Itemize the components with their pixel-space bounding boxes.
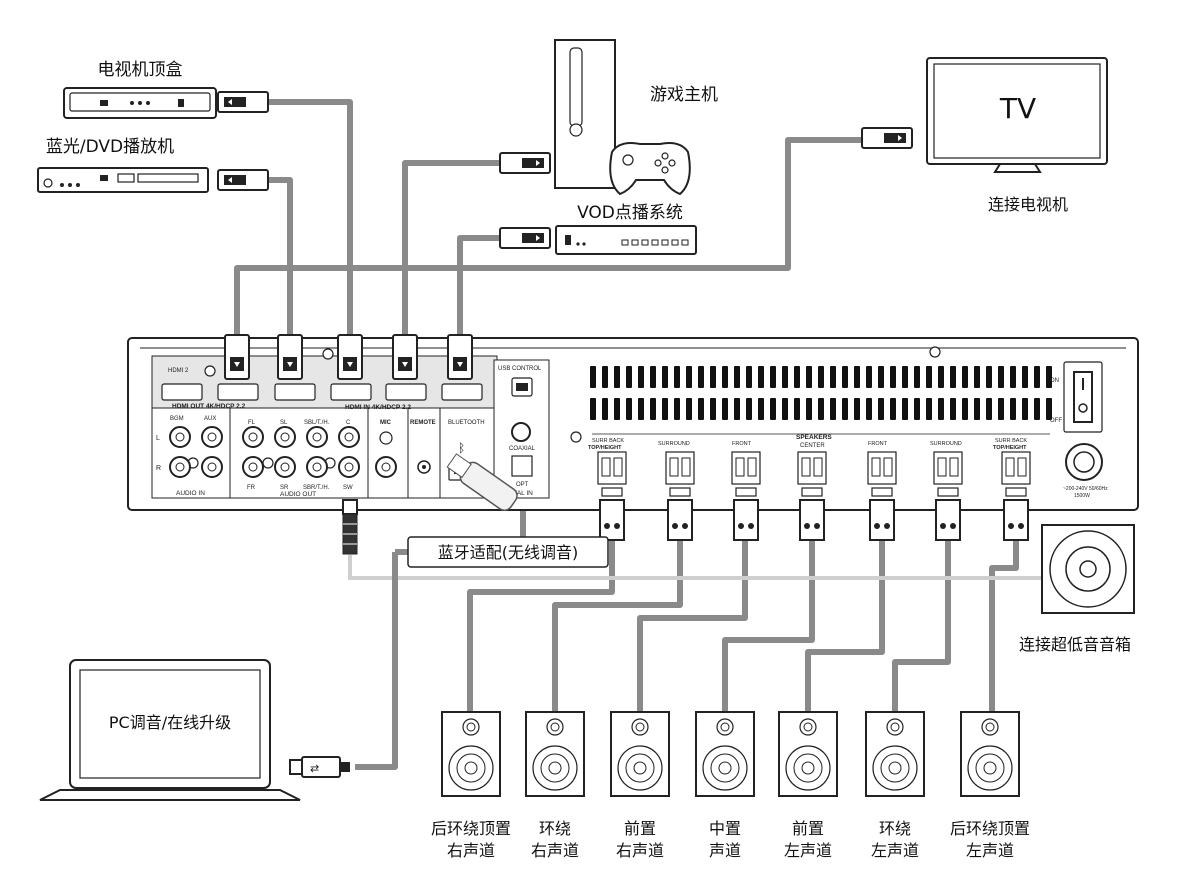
usb-control-label: USB CONTROL — [498, 366, 542, 372]
speaker-fr — [610, 711, 670, 797]
off-label: OFF — [1050, 418, 1062, 424]
sbl-label: SBL/T./H. — [304, 420, 330, 426]
fr-label: FR — [247, 485, 256, 491]
speaker-label-3a: 前置 — [624, 819, 656, 838]
surr-back-r-label: SURR BACK — [592, 438, 624, 444]
usb-cable-plug: ⇄ — [289, 756, 350, 778]
c-label: C — [346, 420, 351, 426]
sub-rca-plug — [342, 499, 358, 555]
bluetooth-label: BLUETOOTH — [448, 420, 485, 426]
hdmi2-label: HDMI 2 — [168, 368, 189, 374]
surround-l-label: SURROUND — [930, 441, 962, 447]
bgm-label: BGM — [170, 416, 184, 422]
sbr-label: SBR/T./H. — [303, 485, 330, 491]
bluetooth-icon: ᛒ — [458, 441, 465, 455]
speaker-label-7b: 左声道 — [966, 841, 1014, 860]
speaker-label-4b: 声道 — [709, 841, 741, 860]
tv: TV 连接电视机 — [926, 57, 1108, 214]
usb-dongle — [446, 453, 518, 511]
speaker-label-7a: 后环绕顶置 — [950, 819, 1030, 838]
audio-out-label: AUDIO OUT — [280, 491, 316, 498]
game-console-label: 游戏主机 — [650, 85, 718, 105]
vod-label: VOD点播系统 — [577, 203, 683, 223]
speaker-labels: 后环绕顶置 右声道 环绕 右声道 前置 右声道 中置 声道 前置 左声道 环绕 … — [431, 819, 1030, 860]
speaker-sl — [865, 711, 925, 797]
vod-system: VOD点播系统 — [555, 203, 697, 255]
pc-label: PC调音/在线升级 — [109, 713, 231, 732]
bt-adapter-label: 蓝牙适配(无线调音) — [438, 543, 579, 562]
aux-label: AUX — [204, 416, 216, 422]
power-spec-label: ~200-240V 50/60Hz — [1063, 486, 1108, 492]
front-l-label: FRONT — [868, 441, 888, 447]
top-height-l-label: TOP/HEIGHT — [993, 445, 1027, 451]
rear-panel: HDMI 2 HDMI OUT 4K/HDCP 2.2 HDMI IN 4K/H… — [127, 334, 1139, 541]
screws — [187, 346, 941, 469]
hdmi-plugs-panel — [224, 334, 473, 380]
speaker-boxes — [441, 711, 1020, 797]
speaker-label-3b: 右声道 — [616, 841, 664, 860]
bluray-player: 蓝光/DVD播放机 — [37, 137, 209, 193]
center-label: CENTER — [800, 443, 825, 449]
game-console: 游戏主机 — [554, 39, 718, 196]
speaker-cables — [467, 540, 1019, 712]
bt-adapter-tag: 蓝牙适配(无线调音) — [407, 536, 609, 568]
speaker-terminals — [597, 451, 1031, 497]
coaxial-label: COAXIAL — [509, 446, 536, 452]
subwoofer: 连接超低音音箱 — [1019, 524, 1135, 654]
subwoofer-label: 连接超低音音箱 — [1019, 635, 1131, 654]
fl-label: FL — [248, 420, 256, 426]
laptop: PC调音/在线升级 — [39, 659, 301, 801]
speaker-fl — [778, 711, 838, 797]
settop-box-label: 电视机顶盒 — [98, 60, 183, 80]
hdmi-plugs-sources — [217, 91, 913, 249]
remote-label: REMOTE — [410, 420, 436, 426]
speaker-plugs — [599, 499, 1029, 541]
speaker-c — [695, 711, 755, 797]
settop-box: 电视机顶盒 — [63, 60, 217, 119]
hdmi-ports — [161, 383, 483, 401]
r-label-in: R — [156, 465, 161, 472]
l-label-in: L — [156, 435, 160, 442]
hdmi-out-label: HDMI OUT 4K/HDCP 2.2 — [172, 403, 246, 410]
speaker-label-4a: 中置 — [709, 819, 741, 838]
surround-r-label: SURROUND — [658, 441, 690, 447]
hdmi-in-label: HDMI IN 4K/HDCP 2.2 — [345, 404, 411, 411]
mic-label: MIC — [380, 420, 392, 426]
speaker-sbl — [960, 711, 1020, 797]
top-height-r-label: TOP/HEIGHT — [588, 445, 622, 451]
speaker-label-1b: 右声道 — [447, 841, 495, 860]
speaker-label-2b: 右声道 — [531, 841, 579, 860]
speaker-label-5a: 前置 — [792, 819, 824, 838]
speaker-sbr — [441, 711, 501, 797]
tv-label: 连接电视机 — [988, 195, 1068, 214]
speakers-label: SPEAKERS — [796, 434, 832, 441]
surr-back-l-label: SURR BACK — [995, 438, 1027, 444]
speaker-sr — [525, 711, 585, 797]
tv-screen-text: TV — [999, 92, 1036, 125]
rca-jacks — [169, 426, 360, 478]
speaker-label-2a: 环绕 — [539, 819, 571, 838]
usb-icon: ⇄ — [310, 763, 319, 775]
speaker-label-5b: 左声道 — [784, 841, 832, 860]
speaker-label-1a: 后环绕顶置 — [431, 819, 511, 838]
on-label: ON — [1050, 378, 1059, 384]
sr-label: SR — [280, 485, 289, 491]
vent-slots — [590, 366, 1052, 420]
speaker-label-6b: 左声道 — [871, 841, 919, 860]
sl-label: SL — [280, 420, 288, 426]
power-watt-label: 1500W — [1074, 493, 1090, 499]
bluray-label: 蓝光/DVD播放机 — [46, 137, 174, 157]
front-r-label: FRONT — [732, 441, 752, 447]
audio-in-label: AUDIO IN — [176, 490, 205, 497]
opt-label: OPT — [516, 482, 529, 488]
sw-label: SW — [343, 485, 353, 491]
speaker-label-6a: 环绕 — [879, 819, 911, 838]
